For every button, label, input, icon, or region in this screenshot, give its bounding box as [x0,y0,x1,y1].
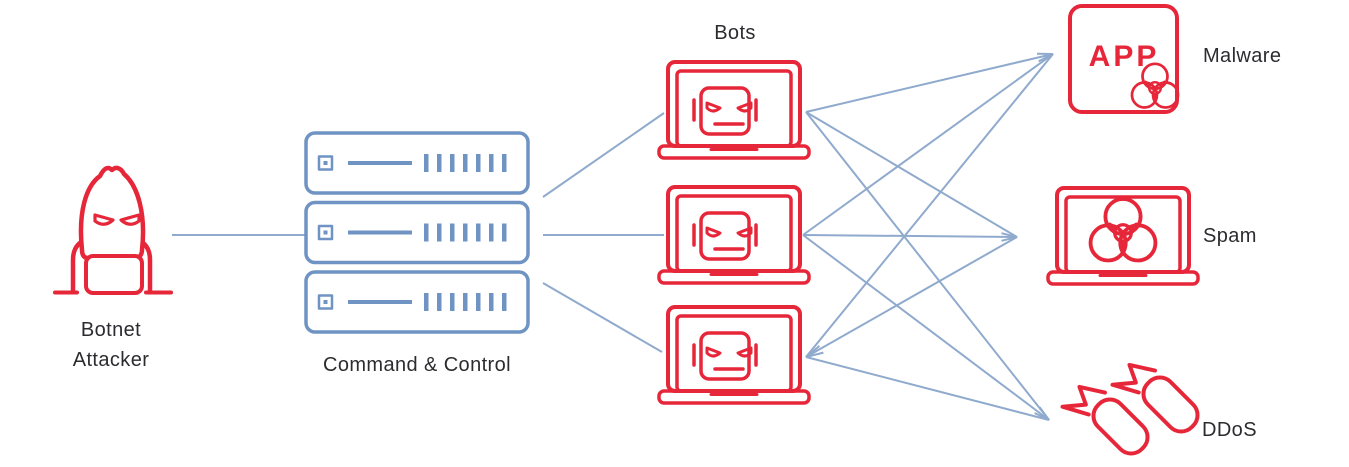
edge-bot1-to-ddos [805,111,1050,421]
server-unit [304,200,530,265]
app-box-virus-icon [1068,4,1180,114]
edge-bot2-to-ddos [802,234,1050,421]
edge-bot3-to-ddos [805,356,1050,421]
server-unit [304,131,530,195]
botnet-attacker-label-line1: Botnet [80,319,142,341]
server-stack-icon [304,131,530,334]
app-badge-text: APP [1088,40,1160,73]
edge-cc-to-bot3 [542,282,663,353]
edge-bot1-to-spam [805,111,1018,238]
bot-laptop-icon-1 [657,60,811,160]
biohazard-icon [1088,196,1158,263]
bots-label: Bots [714,22,756,44]
server-unit [304,270,530,334]
spam-label: Spam [1203,225,1257,247]
bomb-icon-right [1111,353,1204,446]
arrowhead-bot3 [805,345,824,358]
arrowhead-ddos [1034,406,1050,421]
botnet-attacker-label: Botnet Attacker [31,315,191,375]
attacker-right-eye [119,213,141,226]
botnet-attacker-label-line2: Attacker [72,349,150,371]
connection-lines [172,52,1054,421]
attacker-laptop [84,254,144,295]
edge-bot3-to-spam [805,236,1018,358]
hooded-attacker-laptop-icon [53,165,173,295]
bot-laptop-icon-3 [657,305,811,405]
command-control-label: Command & Control [323,354,511,376]
ddos-label: DDoS [1202,419,1257,441]
arrowhead-spam [1001,232,1018,242]
edge-bot1-to-malware [805,53,1054,113]
edge-bot2-to-spam [802,234,1018,238]
edge-cc-to-bot1 [542,112,665,198]
malware-label: Malware [1203,45,1282,67]
bot-laptop-icon-2 [657,185,811,285]
laptop-biohazard-icon [1046,186,1200,286]
edge-bot3-to-malware [805,53,1054,358]
bomb-icon-left [1061,375,1154,467]
app-box [1068,4,1179,114]
arrowhead-malware [1036,52,1054,63]
edge-bot2-to-malware [802,53,1054,236]
attacker-left-eye [93,213,115,226]
double-bomb-icon [1061,353,1204,467]
attacker-hood [78,165,146,261]
